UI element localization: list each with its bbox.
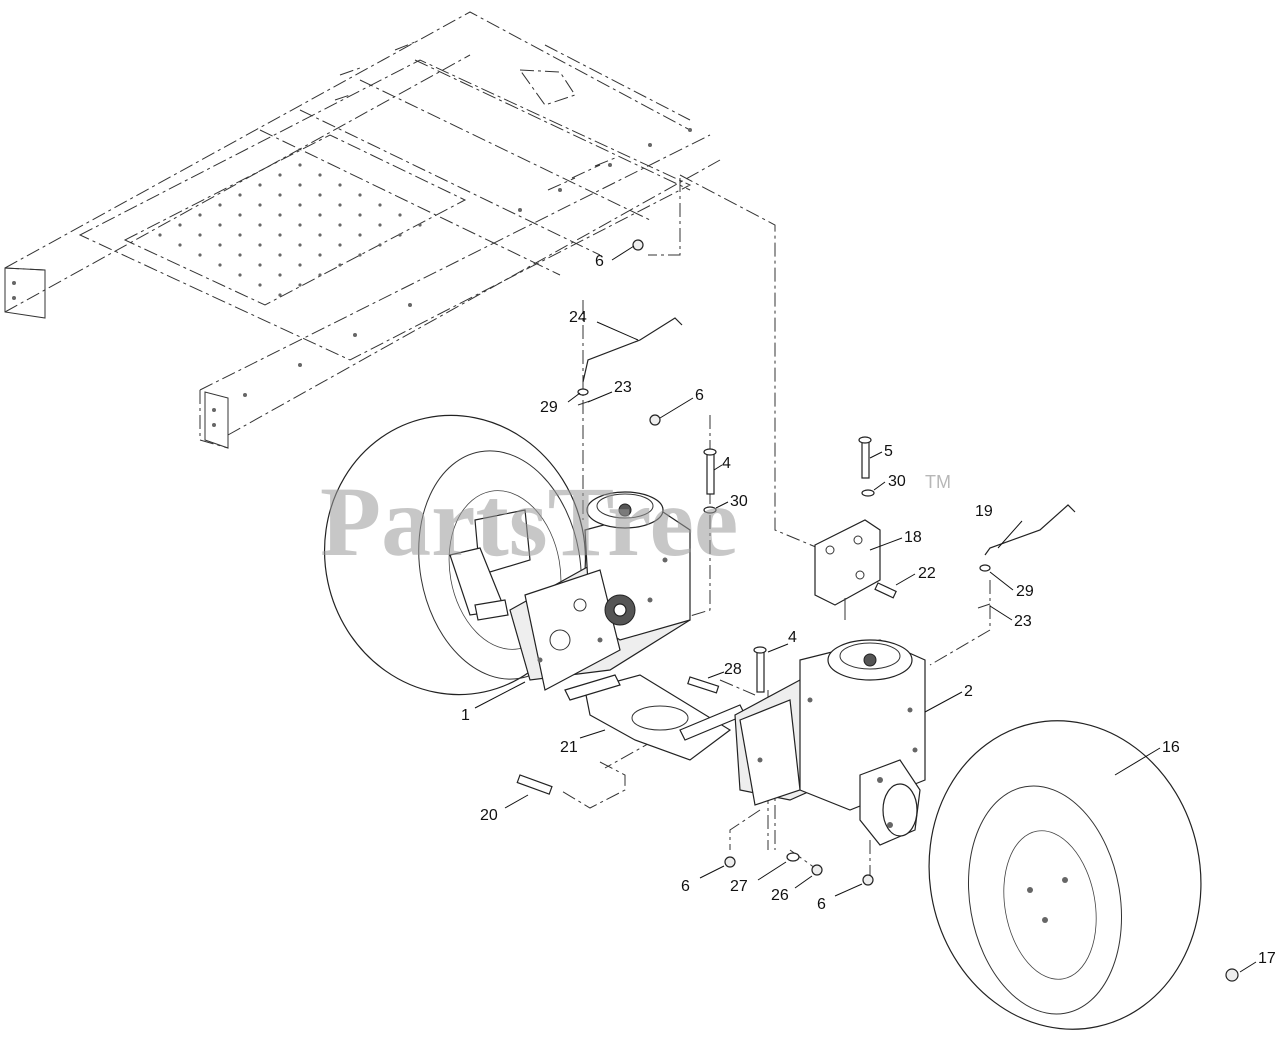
mower-frame (4, 11, 721, 449)
left-transaxle-assembly (449, 491, 691, 691)
callout-29: 29 (540, 399, 558, 416)
callout-28: 28 (724, 661, 742, 678)
callout-29: 29 (1016, 583, 1034, 600)
right-transaxle-assembly (734, 639, 926, 846)
watermark-text: PartsTree (320, 466, 738, 577)
watermark-tm: TM (925, 472, 951, 492)
callout-1: 1 (461, 707, 470, 724)
callout-24: 24 (569, 309, 587, 326)
transaxle-bracket (564, 674, 746, 761)
callout-4: 4 (788, 629, 797, 646)
callout-30: 30 (730, 493, 748, 510)
callout-23: 23 (1014, 613, 1032, 630)
callout-20: 20 (480, 807, 498, 824)
callout-6: 6 (595, 253, 604, 270)
partstree-watermark: PartsTree TM (320, 466, 951, 577)
callout-4: 4 (722, 455, 731, 472)
hardware-items (516, 239, 1239, 982)
callout-6: 6 (817, 896, 826, 913)
callout-5: 5 (884, 443, 893, 460)
callout-30: 30 (888, 473, 906, 490)
right-rear-wheel (928, 720, 1202, 1030)
callout-23: 23 (614, 379, 632, 396)
callout-16: 16 (1162, 739, 1180, 756)
callout-27: 27 (730, 878, 748, 895)
callout-22: 22 (918, 565, 936, 582)
callout-2: 2 (964, 683, 973, 700)
callout-6: 6 (681, 878, 690, 895)
callout-17: 17 (1258, 950, 1276, 967)
callout-21: 21 (560, 739, 578, 756)
callout-26: 26 (771, 887, 789, 904)
callout-18: 18 (904, 529, 922, 546)
callout-19: 19 (975, 503, 993, 520)
callout-labels: 6 24 29 23 6 4 30 5 30 18 19 22 29 23 4 … (461, 253, 1276, 967)
control-rods (582, 317, 1076, 556)
deck-perforations (158, 163, 422, 297)
callout-leaders (474, 245, 1257, 973)
callout-6: 6 (695, 387, 704, 404)
